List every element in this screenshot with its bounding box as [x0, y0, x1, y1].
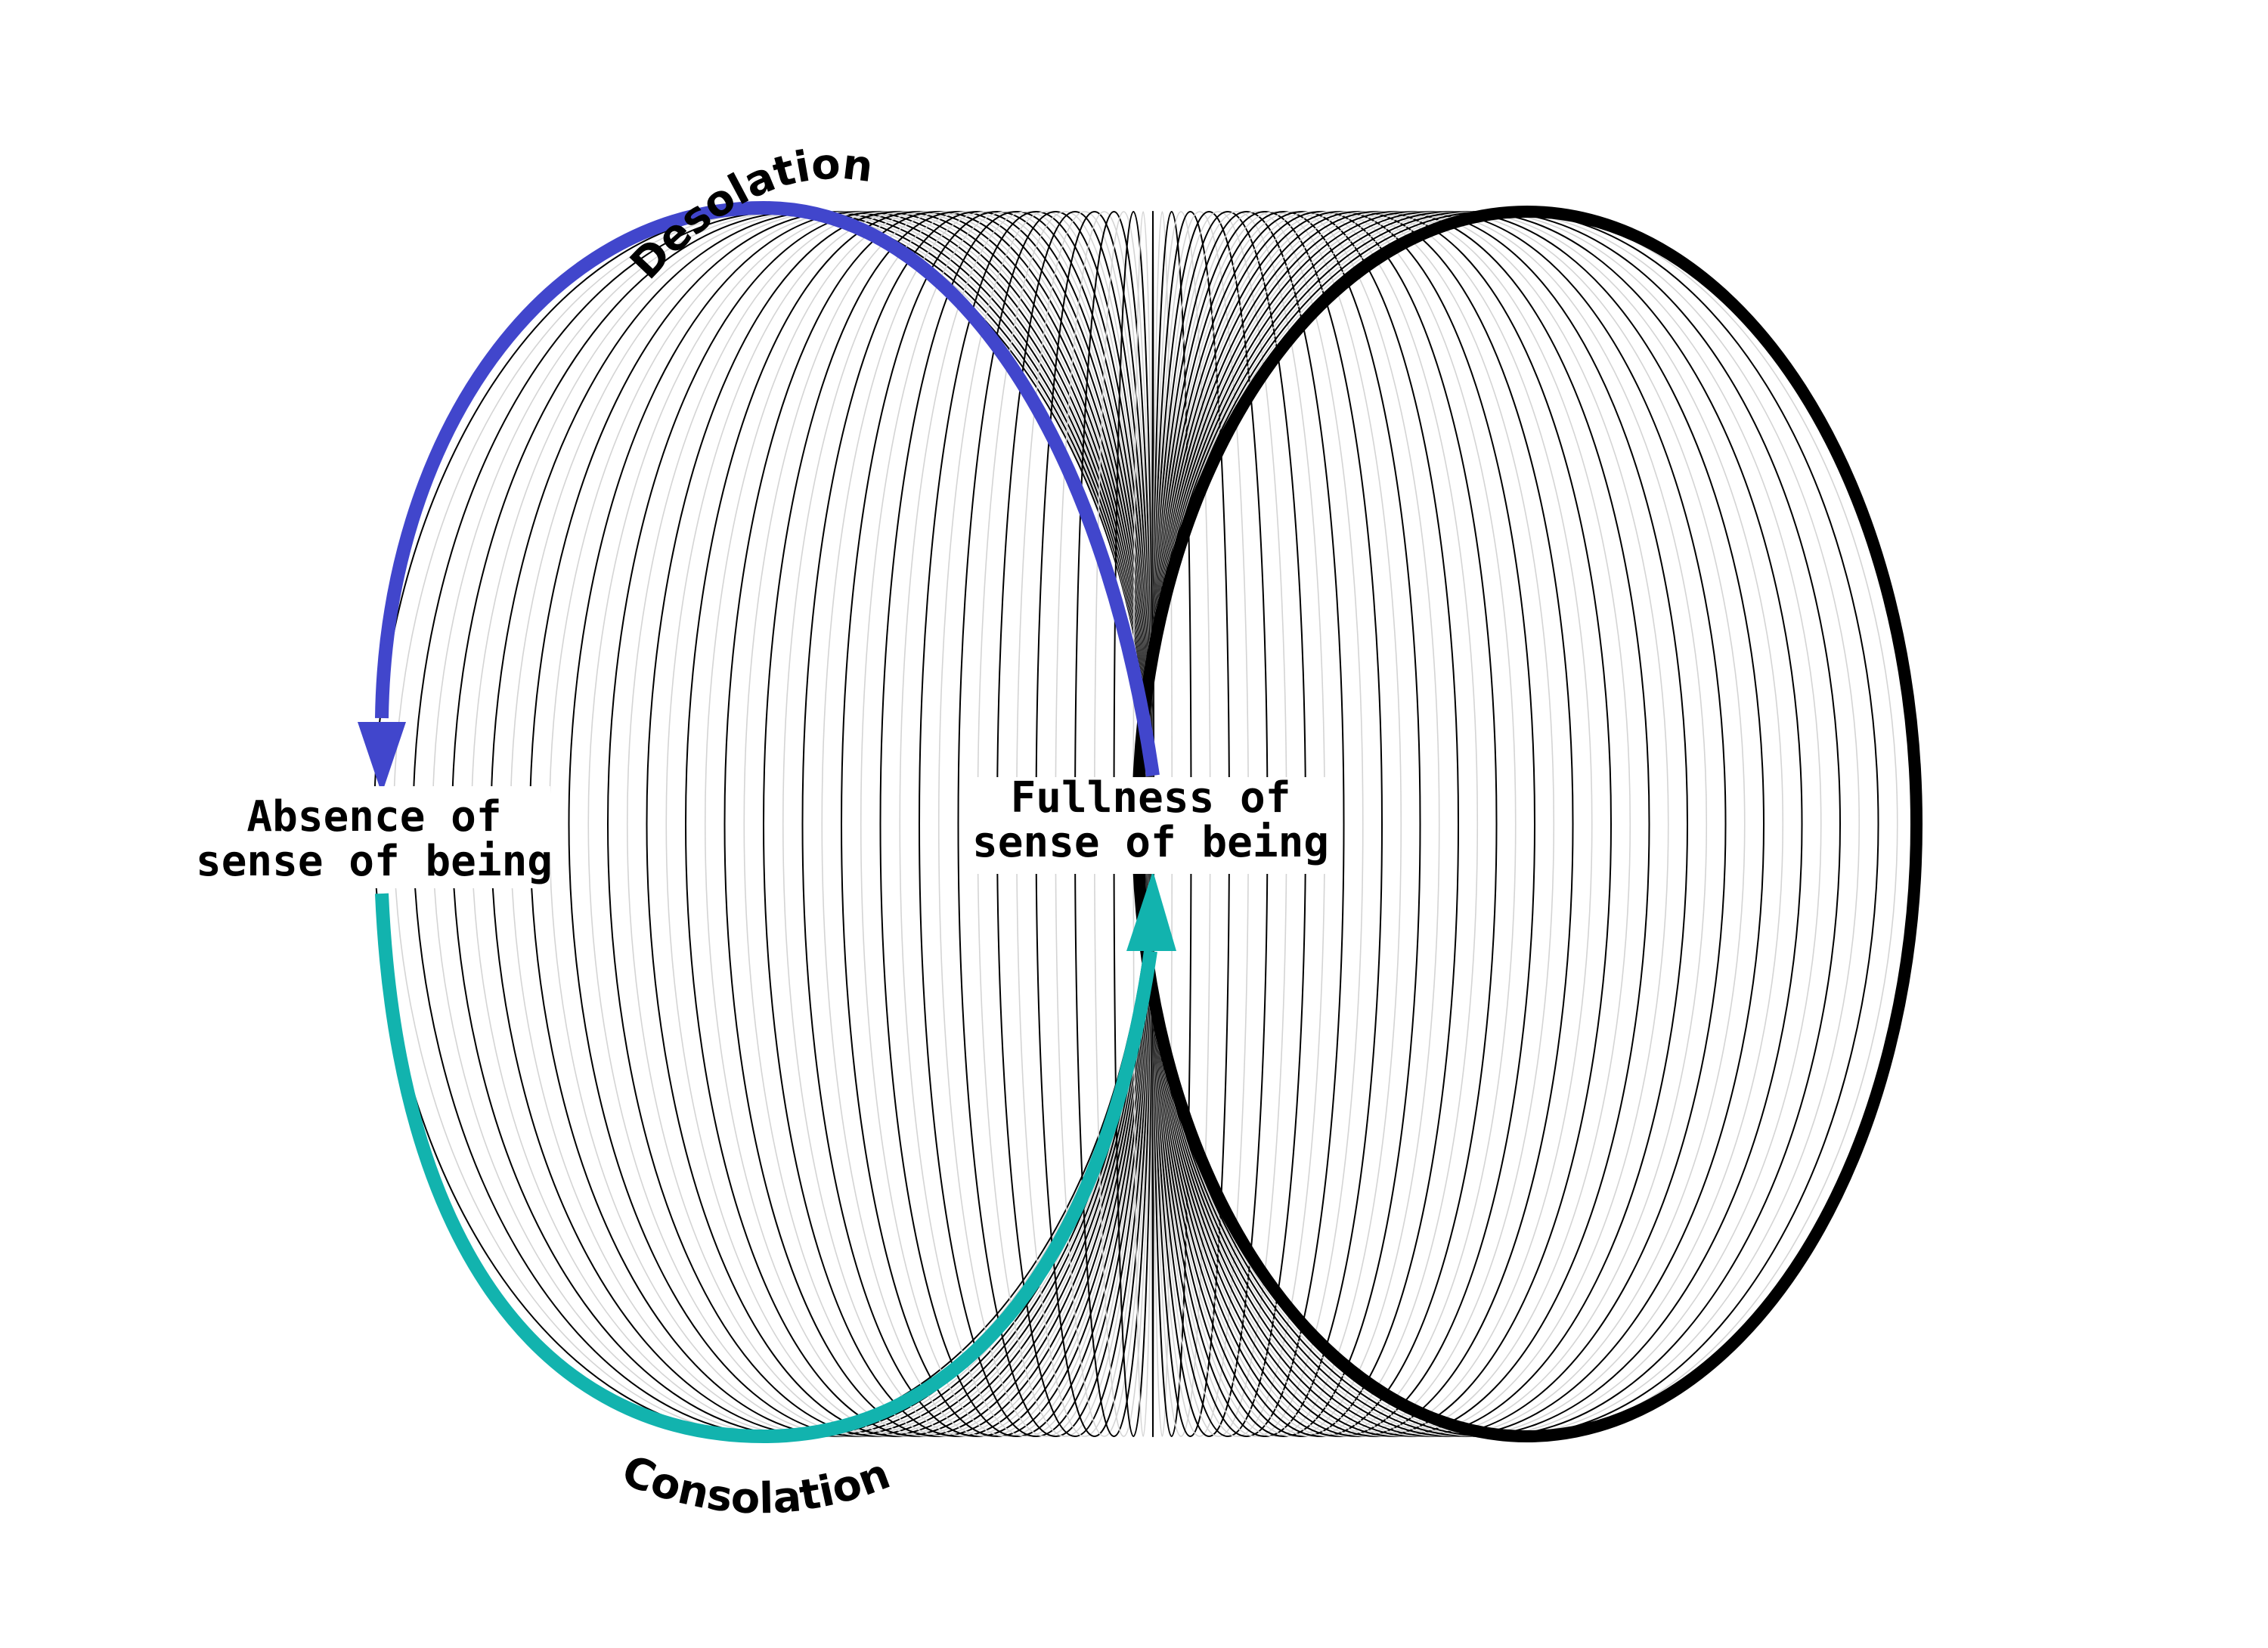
left-state-line-1: Absence of [246, 792, 501, 841]
absence-of-sense-of-being-label: Absence of sense of being [196, 786, 553, 888]
center-state-line-1: Fullness of [1011, 773, 1291, 822]
fullness-of-sense-of-being-label: Fullness of sense of being [968, 773, 1334, 874]
consolation-arc [375, 893, 1157, 1444]
consolation-arrowhead [1126, 871, 1176, 951]
cycle-arrows [358, 200, 1176, 1444]
consolation-label: Consolation [615, 1446, 897, 1524]
left-state-line-2: sense of being [196, 837, 553, 886]
desolation-arc [375, 200, 1160, 777]
center-state-line-2: sense of being [972, 818, 1329, 867]
desolation-arrowhead [358, 722, 406, 794]
